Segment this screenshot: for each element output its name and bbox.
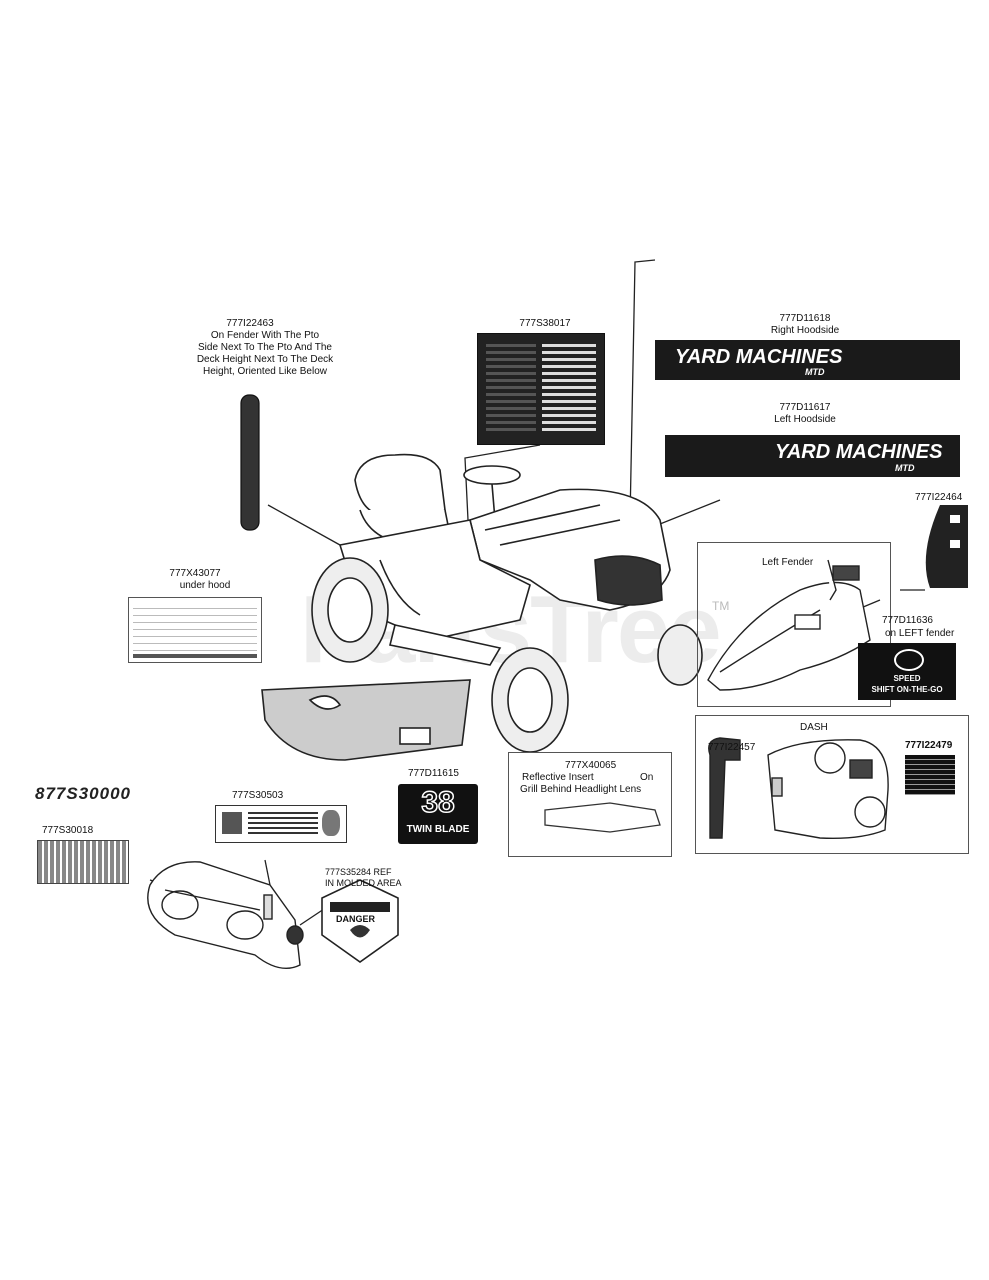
part-777x40065: 777X40065: [565, 760, 617, 771]
decal-777s30503: [215, 805, 347, 843]
note-777d11636: on LEFT fender: [885, 628, 955, 639]
part-777i22463: 777I22463: [226, 318, 274, 329]
left-fender-box: [697, 542, 891, 707]
dash-box: [695, 715, 969, 854]
note-777x40065-line2: Grill Behind Headlight Lens: [520, 784, 642, 795]
danger-word: DANGER: [336, 914, 376, 924]
note-777d11617: Left Hoodside: [774, 414, 836, 425]
decal-twin-blade: 38 TWIN BLADE: [398, 784, 478, 844]
part-777x43077: 777X43077: [169, 568, 221, 579]
part-777s30018: 777S30018: [42, 825, 94, 836]
part-777i22464: 777I22464: [915, 492, 963, 503]
part-777i22457: 777I22457: [708, 742, 756, 753]
brand-right: YARD MACHINES: [675, 346, 843, 368]
decal-right-hoodside: YARD MACHINES MTD: [655, 340, 960, 380]
note-777x43077: under hood: [179, 580, 231, 591]
shift-label: SHIFT ON-THE-GO: [871, 685, 943, 694]
note-777x40065-line1: Reflective Insert: [522, 772, 594, 783]
part-777d11618: 777D11618: [779, 313, 831, 324]
part-777s35284-line2: IN MOLDED AREA: [325, 878, 402, 888]
brand-sub-left: MTD: [895, 463, 915, 473]
part-777s30503: 777S30503: [232, 790, 284, 801]
brand-sub-right: MTD: [805, 367, 825, 377]
decal-777x43077: [128, 597, 262, 663]
brand-left: YARD MACHINES: [775, 441, 943, 463]
part-777d11617: 777D11617: [779, 402, 831, 413]
kit-number: 877S30000: [35, 784, 131, 803]
note-777i22463-line1: On Fender With The Pto: [210, 330, 320, 341]
twin-blade-text: TWIN BLADE: [406, 824, 470, 835]
twin-blade-number: 38: [421, 785, 456, 820]
decal-left-hoodside: YARD MACHINES MTD: [665, 435, 960, 477]
decal-speed-shift: SPEED SHIFT ON-THE-GO: [858, 643, 956, 700]
part-777i22479: 777I22479: [905, 740, 953, 751]
part-777s35284-line1: 777S35284 REF: [325, 867, 392, 877]
part-777s38017: 777S38017: [519, 318, 571, 329]
speed-label: SPEED: [893, 674, 921, 683]
note-777d11618: Right Hoodside: [770, 325, 840, 336]
label-left-fender: Left Fender: [762, 557, 814, 568]
decal-777i22479: [905, 755, 955, 795]
note-777i22463-line4: Height, Oriented Like Below: [203, 366, 327, 377]
label-dash: DASH: [800, 722, 828, 733]
note-777x40065-line1b: On: [640, 772, 654, 783]
reflective-insert-box: [508, 752, 672, 857]
part-777d11636: 777D11636: [882, 615, 933, 626]
part-777d11615: 777D11615: [408, 768, 459, 779]
decal-777s30018: [37, 840, 129, 884]
watermark-tm: TM: [712, 599, 730, 613]
note-777i22463-line2: Side Next To The Pto And The: [198, 342, 332, 353]
decal-777s38017: [477, 333, 605, 445]
note-777i22463-line3: Deck Height Next To The Deck: [196, 354, 334, 365]
